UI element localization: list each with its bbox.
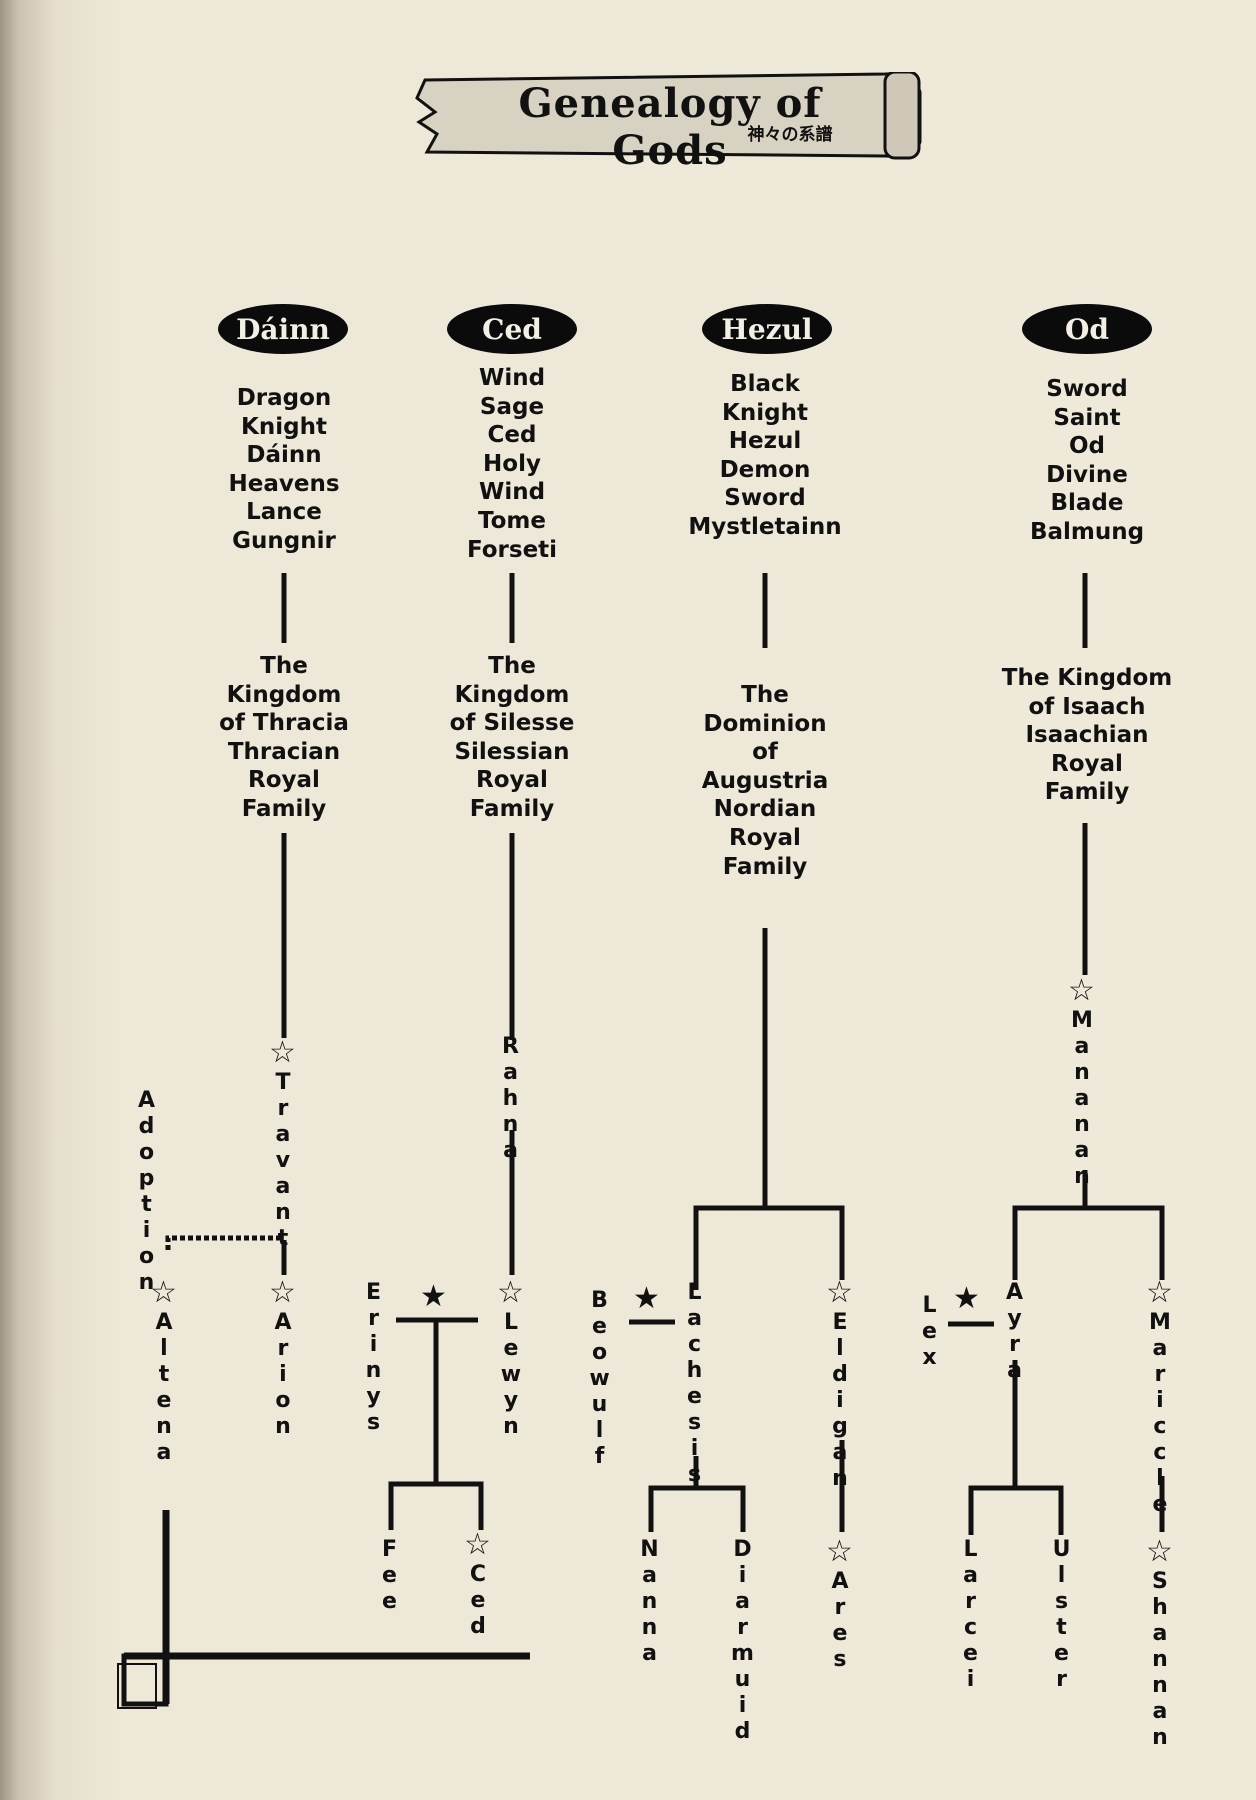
person-erinys: Erinys [361, 1280, 386, 1436]
adoption-label: Adoption [134, 1088, 159, 1296]
person-arion: ☆ Arion [269, 1275, 296, 1441]
adoption-line [165, 1235, 284, 1250]
person-name: Lachesis [682, 1280, 707, 1488]
person-ced: ☆ Ced [464, 1527, 491, 1641]
connector [968, 1485, 1064, 1535]
person-rahna: Rahna [498, 1034, 523, 1164]
house-badge-od: Od [1022, 304, 1152, 354]
person-ayra: Ayra [1002, 1280, 1027, 1384]
person-name: Ares [827, 1569, 853, 1673]
person-name: Arion [270, 1310, 296, 1440]
person-name: Ayra [1002, 1280, 1027, 1384]
person-name: Fee [377, 1537, 402, 1615]
person-altena: ☆ Altena [150, 1275, 177, 1467]
star-icon: ☆ [269, 1275, 296, 1310]
weapon-text-hezul: Black Knight Hezul Demon Sword Mystletai… [688, 371, 842, 540]
realm-text-hezul: The Dominion of Augustria Nordian Royal … [701, 682, 829, 880]
person-name: Rahna [498, 1034, 523, 1164]
star-icon: ☆ [1146, 1275, 1173, 1310]
connector [693, 1205, 845, 1290]
person-name: Altena [151, 1310, 177, 1466]
star-icon: ☆ [826, 1275, 853, 1310]
person-name: Nanna [637, 1537, 662, 1667]
star-icon: ☆ [1146, 1534, 1173, 1569]
star-icon: ☆ [150, 1275, 177, 1310]
page-title: Genealogy of Gods [518, 80, 822, 174]
star-icon: ☆ [497, 1275, 524, 1310]
marriage-star-icon: ★ [420, 1279, 447, 1314]
person-fee: Fee [377, 1537, 402, 1615]
person-ares: ☆ Ares [826, 1534, 853, 1674]
person-name: Lex [917, 1293, 942, 1371]
house-badge-hezul: Hezul [702, 304, 832, 354]
scroll-banner [415, 72, 922, 160]
realm-text-od: The Kingdom of Isaach Isaachian Royal Fa… [1001, 665, 1173, 806]
person-eldigan: ☆ Eldigan [826, 1275, 853, 1493]
house-badge-dainn: Dáinn [218, 304, 348, 354]
person-name: Shannan [1147, 1569, 1173, 1751]
star-icon: ☆ [464, 1527, 491, 1562]
star-icon: ☆ [826, 1534, 853, 1569]
connector [388, 1481, 484, 1530]
weapon-text-od: Sword Saint Od Divine Blade Balmung [1029, 376, 1145, 545]
person-lachesis: Lachesis [682, 1280, 707, 1488]
person-name: Mananan [1069, 1008, 1095, 1190]
person-name: Ced [465, 1562, 491, 1640]
person-name: Erinys [361, 1280, 386, 1436]
person-beowulf: Beowulf [587, 1288, 612, 1470]
person-name: Larcei [958, 1537, 983, 1693]
star-icon: ☆ [269, 1035, 296, 1070]
person-larcei: Larcei [958, 1537, 983, 1693]
person-ulster: Ulster [1049, 1537, 1074, 1693]
person-lex: Lex [917, 1293, 942, 1371]
person-shannan: ☆ Shannan [1146, 1534, 1173, 1752]
page-subtitle: 神々の系譜 [747, 125, 833, 145]
connector [648, 1485, 746, 1532]
person-name: Travant [270, 1070, 296, 1252]
star-icon: ☆ [1068, 973, 1095, 1008]
person-diarmuid: Diarmuid [730, 1537, 755, 1745]
person-mananan: ☆ Mananan [1068, 973, 1095, 1191]
marriage-star-icon: ★ [633, 1281, 660, 1316]
person-nanna: Nanna [637, 1537, 662, 1667]
house-badge-ced: Ced [447, 304, 577, 354]
person-name: Mariccle [1147, 1310, 1173, 1518]
person-lewyn: ☆ Lewyn [497, 1275, 524, 1441]
corner-ornament [117, 1510, 530, 1709]
person-name: Diarmuid [730, 1537, 755, 1745]
label-adoption: Adoption [134, 1088, 159, 1296]
realm-text-ced: The Kingdom of Silesse Silessian Royal F… [449, 653, 575, 822]
connector [1012, 1205, 1165, 1280]
marriage-star-icon: ★ [953, 1281, 980, 1316]
weapon-text-ced: Wind Sage Ced Holy Wind Tome Forseti [466, 365, 558, 563]
person-name: Ulster [1049, 1537, 1074, 1693]
weapon-text-dainn: Dragon Knight Dáinn Heavens Lance Gungni… [228, 385, 340, 554]
person-travant: ☆ Travant [269, 1035, 296, 1253]
person-mariccle: ☆ Mariccle [1146, 1275, 1173, 1519]
realm-text-dainn: The Kingdom of Thracia Thracian Royal Fa… [219, 653, 349, 822]
person-name: Eldigan [827, 1310, 853, 1492]
person-name: Beowulf [587, 1288, 612, 1470]
person-name: Lewyn [498, 1310, 524, 1440]
